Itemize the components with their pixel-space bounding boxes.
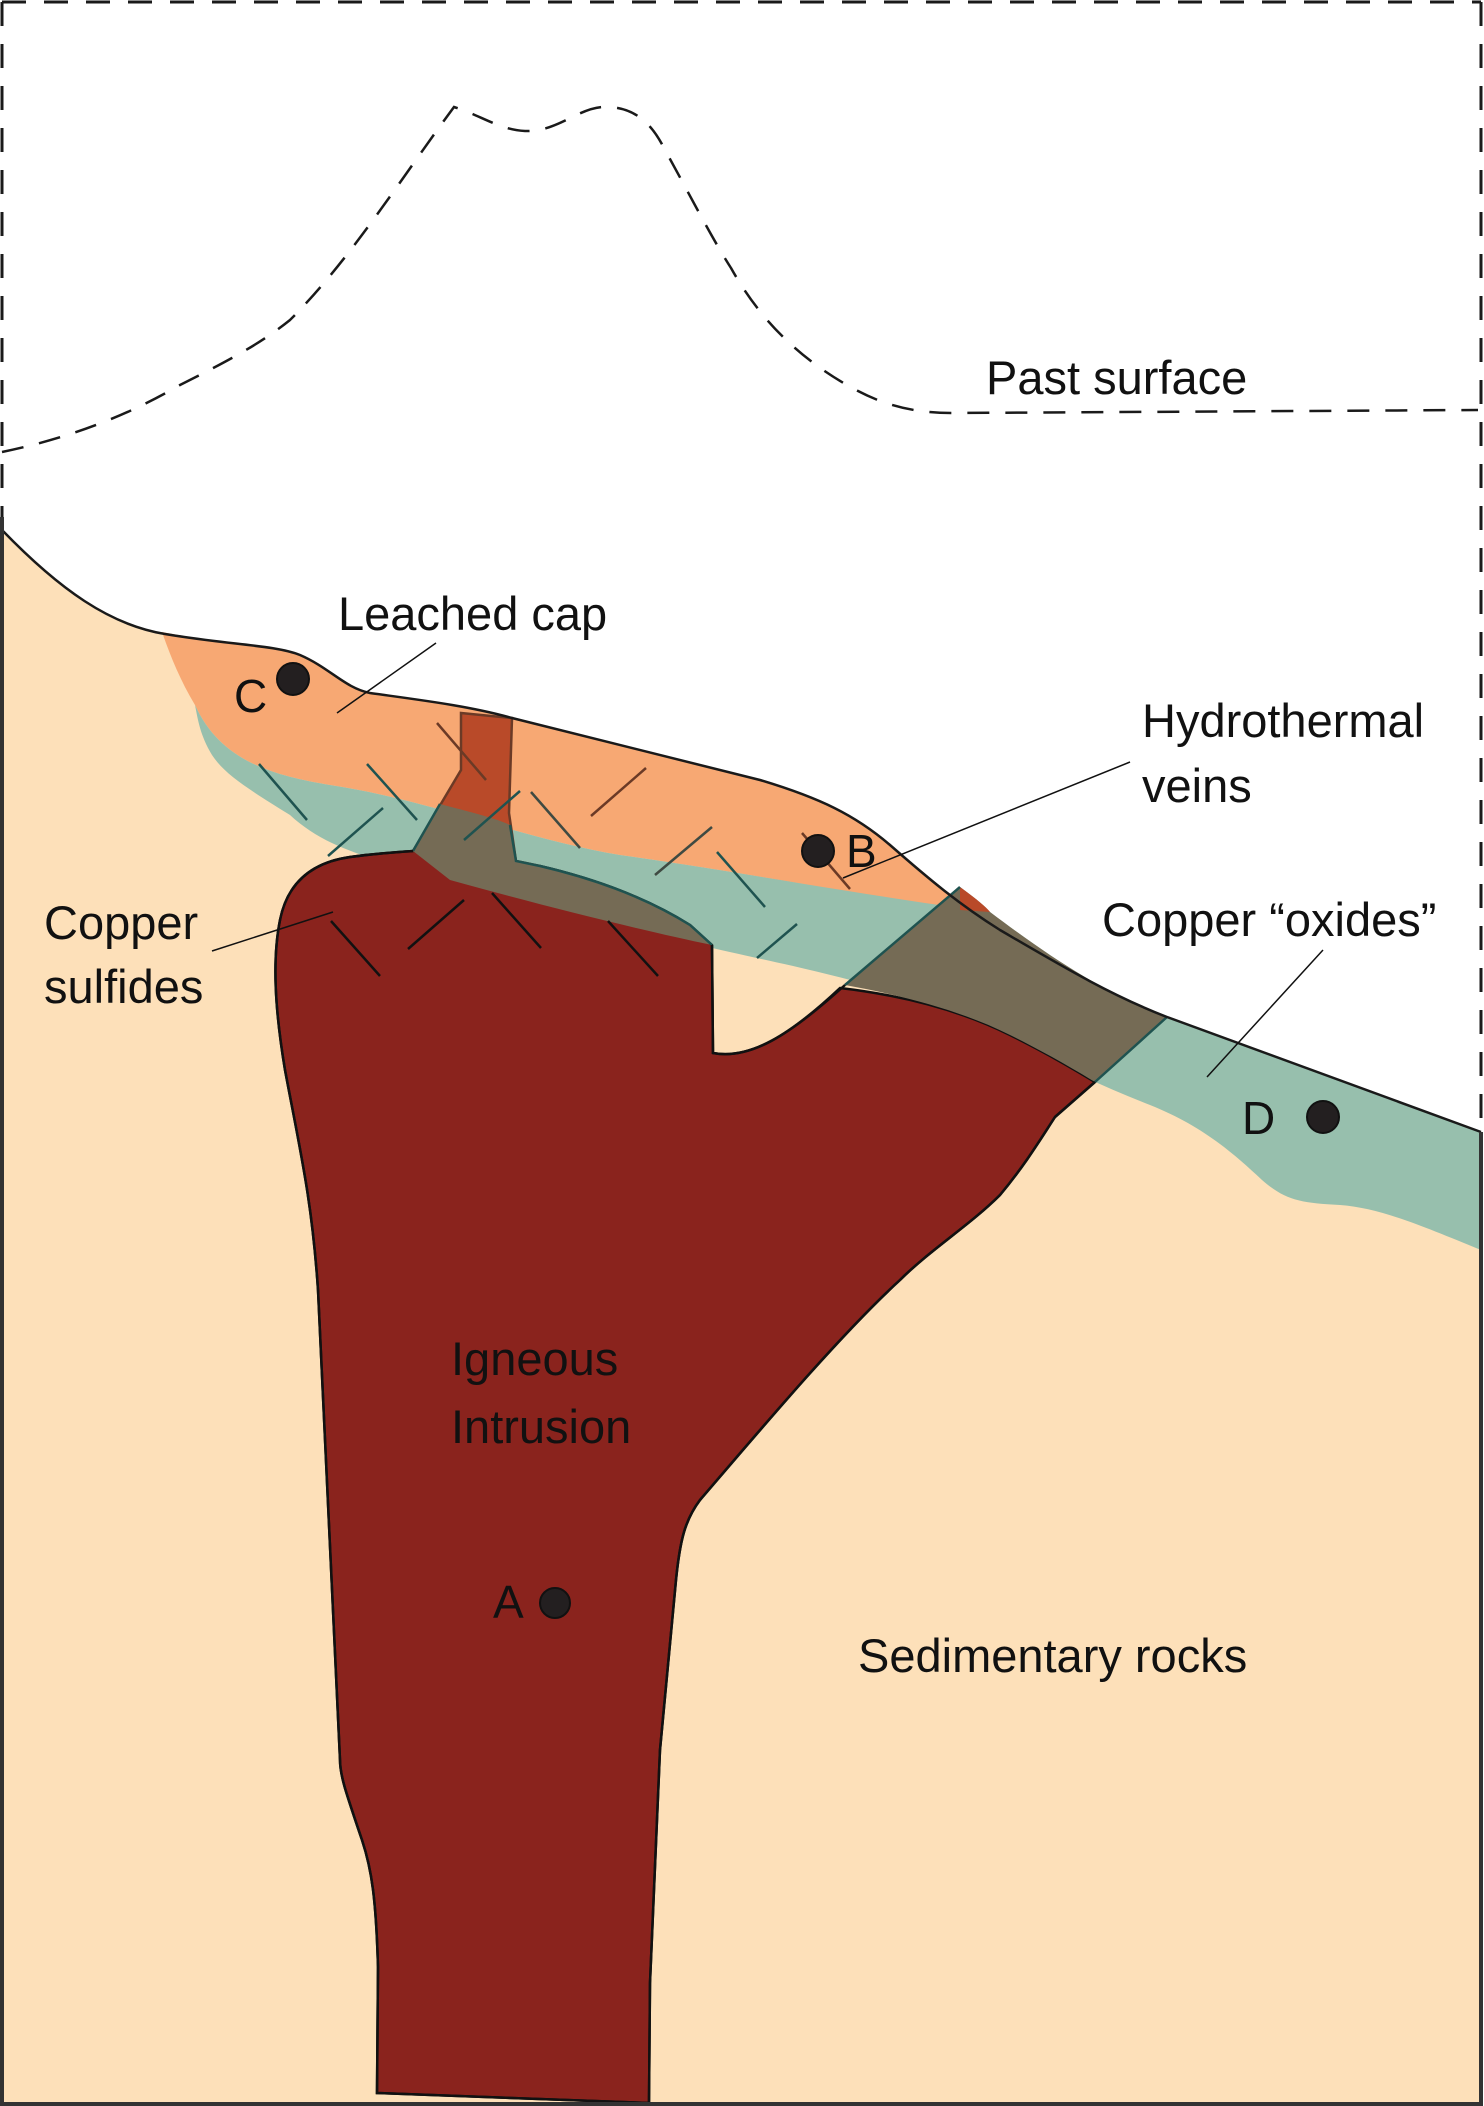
leached-cap-label: Leached cap [338, 587, 607, 640]
labels: Past surface Leached cap Hydrothermal ve… [44, 351, 1436, 1682]
point-b-label: B [846, 825, 877, 877]
hydrothermal-vein-right [845, 887, 1167, 1082]
vein-left-outline-lower [411, 803, 713, 946]
leader-lines [211, 642, 1324, 1078]
vein-right-orange-tip [960, 887, 990, 912]
point-a-marker [539, 1587, 571, 1619]
sedimentary-rocks-label: Sedimentary rocks [858, 1629, 1247, 1682]
past-surface-line [1, 105, 1479, 454]
copper-sulfides-label-line1: Copper [44, 896, 198, 949]
copper-oxides-leader [1206, 949, 1324, 1078]
ground-surface-line [1, 529, 1482, 1134]
igneous-intrusion-label-line1: Igneous [451, 1332, 618, 1385]
vein-left-oxide-overlap [413, 804, 712, 945]
leached-cap-region [162, 632, 990, 922]
frame-dashed-top [0, 0, 1483, 1132]
frame-solid [0, 517, 1483, 2106]
point-a-label: A [493, 1576, 524, 1628]
leached-cap-leader [336, 642, 437, 714]
intrusion-outline [274, 849, 1096, 2105]
copper-sulfides-leader [211, 911, 334, 952]
sample-points [276, 662, 1340, 1619]
past-surface-label: Past surface [986, 351, 1247, 404]
point-d-marker [1306, 1100, 1340, 1134]
hydrothermal-veins-label-line2: veins [1142, 759, 1252, 812]
igneous-intrusion-label-line2: Intrusion [451, 1400, 631, 1453]
copper-oxides-region [195, 705, 1481, 1250]
hydrothermal-leader [842, 761, 1131, 879]
point-c-marker [276, 662, 310, 696]
point-b-marker [801, 834, 835, 868]
point-c-label: C [234, 670, 267, 722]
copper-oxides-label: Copper “oxides” [1102, 893, 1436, 946]
point-d-label: D [1242, 1092, 1275, 1144]
copper-sulfides-label-line2: sulfides [44, 960, 203, 1013]
hydrothermal-veins-label-line1: Hydrothermal [1142, 694, 1424, 747]
vein-right-edges [844, 886, 1168, 1083]
